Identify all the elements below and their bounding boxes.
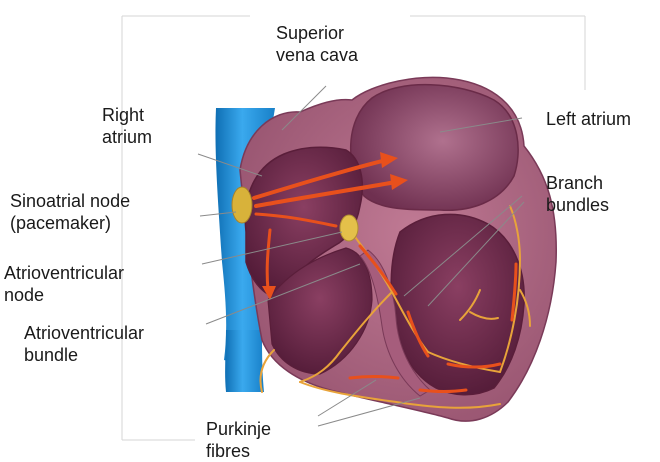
label-sinoatrial-node-line-2: (pacemaker)	[10, 212, 130, 234]
label-right-atrium-line-2: atrium	[102, 126, 152, 148]
label-right-atrium-line-1: Right	[102, 104, 152, 126]
label-atrioventricular-bundle-line-1: Atrioventricular	[24, 322, 144, 344]
label-atrioventricular-bundle-line-2: bundle	[24, 344, 144, 366]
left-atrium-chamber	[351, 85, 518, 211]
label-sinoatrial-node: Sinoatrial node (pacemaker)	[10, 190, 130, 234]
label-atrioventricular-bundle: Atrioventricular bundle	[24, 322, 144, 366]
label-right-atrium: Right atrium	[102, 104, 152, 148]
label-left-atrium: Left atrium	[546, 108, 631, 130]
label-superior-vena-cava-line-2: vena cava	[276, 44, 358, 66]
label-branch-bundles: Branch bundles	[546, 172, 609, 216]
impulse-arrow	[350, 377, 398, 379]
label-purkinje-fibres-line-2: fibres	[206, 440, 271, 462]
label-superior-vena-cava: Superior vena cava	[276, 22, 358, 66]
label-superior-vena-cava-line-1: Superior	[276, 22, 358, 44]
atrioventricular-node-shape	[340, 215, 358, 241]
label-atrioventricular-node-line-2: node	[4, 284, 124, 306]
label-atrioventricular-node-line-1: Atrioventricular	[4, 262, 124, 284]
impulse-arrow	[420, 390, 466, 392]
label-sinoatrial-node-line-1: Sinoatrial node	[10, 190, 130, 212]
label-purkinje-fibres-line-1: Purkinje	[206, 418, 271, 440]
label-purkinje-fibres: Purkinje fibres	[206, 418, 271, 462]
label-branch-bundles-line-2: bundles	[546, 194, 609, 216]
leader-line-purkinje-2	[318, 398, 420, 426]
inferior-vena-cava-shape	[225, 330, 264, 392]
label-atrioventricular-node: Atrioventricular node	[4, 262, 124, 306]
label-left-atrium-line-1: Left atrium	[546, 108, 631, 130]
label-branch-bundles-line-1: Branch	[546, 172, 609, 194]
sinoatrial-node-shape	[232, 187, 252, 223]
